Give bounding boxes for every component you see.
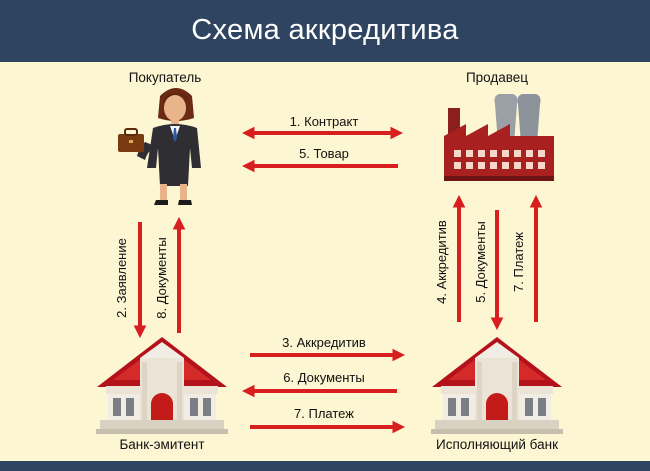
header-bar (0, 0, 650, 62)
businesswoman-icon (118, 88, 201, 205)
factory-icon (444, 94, 554, 181)
footer-bar (0, 461, 650, 471)
documents-from-seller-label: 5. Документы (473, 221, 488, 302)
diagram-title: Схема аккредитива (191, 14, 459, 46)
goods-label: 5. Товар (299, 146, 349, 161)
documents-to-issuer-label: 6. Документы (283, 370, 364, 385)
payment-to-executing-label: 7. Платеж (294, 406, 354, 421)
bank-building-icon (96, 337, 228, 434)
lc-to-seller-label: 4. Аккредитив (434, 220, 449, 304)
buyer-label: Покупатель (128, 70, 202, 85)
application-label: 2. Заявление (114, 238, 129, 318)
issuing-bank-label: Банк-эмитент (119, 437, 205, 452)
payment-to-seller-label: 7. Платеж (511, 232, 526, 292)
bank-building-icon (431, 337, 563, 434)
contract-label: 1. Контракт (290, 114, 359, 129)
letter-of-credit-label: 3. Аккредитив (282, 335, 366, 350)
executing-bank-label: Исполняющий банк (436, 437, 558, 452)
documents-to-buyer-label: 8. Документы (154, 237, 169, 318)
seller-label: Продавец (465, 70, 529, 85)
